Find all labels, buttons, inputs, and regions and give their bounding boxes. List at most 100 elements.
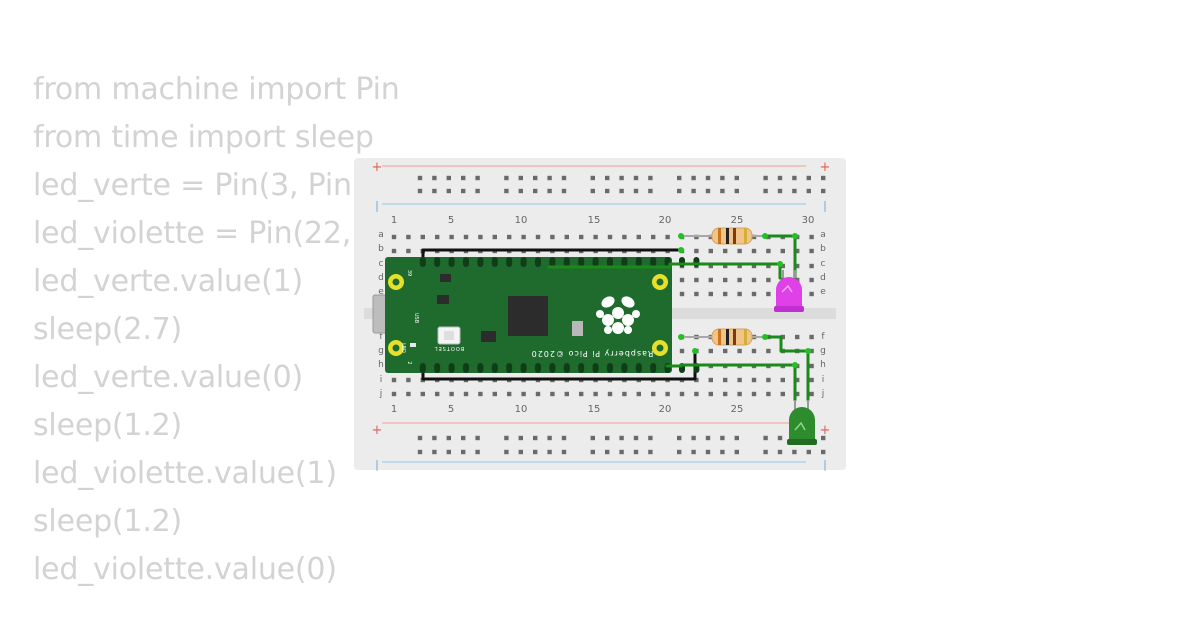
column-label: 1 <box>391 404 397 415</box>
breadboard-hole <box>420 234 425 240</box>
breadboard-hole <box>720 435 725 441</box>
smd-component <box>437 295 449 304</box>
breadboard-hole <box>694 391 699 397</box>
breadboard-hole <box>391 391 397 397</box>
row-label: e <box>378 287 384 297</box>
pico-pin <box>506 257 513 267</box>
column-label: 5 <box>448 404 454 415</box>
breadboard-hole <box>406 377 411 383</box>
breadboard-hole <box>792 188 797 194</box>
column-label: 15 <box>588 404 601 415</box>
breadboard-hole <box>777 175 783 181</box>
breadboard-hole <box>507 391 512 397</box>
breadboard-hole <box>708 291 713 297</box>
breadboard-hole <box>593 234 598 240</box>
breadboard-hole <box>723 348 728 354</box>
rail-plus-symbol: + <box>372 423 383 438</box>
rail-minus-symbol: | <box>823 458 827 471</box>
breadboard-hole <box>504 435 509 441</box>
pico-pin <box>434 363 441 373</box>
breadboard-hole <box>435 234 440 240</box>
breadboard-hole <box>780 377 785 383</box>
row-label: a <box>378 230 384 240</box>
row-label: b <box>378 244 384 254</box>
breadboard-hole <box>694 377 699 383</box>
wire-endpoints <box>678 233 811 368</box>
breadboard-hole <box>504 188 509 194</box>
breadboard-hole <box>795 377 800 383</box>
breadboard-hole <box>737 277 742 283</box>
pico-pin <box>520 363 527 373</box>
code-line: led_verte.value(0) <box>33 360 303 395</box>
breadboard-hole <box>679 348 685 354</box>
row-label: j <box>821 389 825 399</box>
pico-pin <box>463 257 469 267</box>
breadboard-hole <box>723 248 728 254</box>
breadboard-hole <box>694 277 699 283</box>
breadboard-hole <box>435 391 440 397</box>
breadboard-hole <box>777 435 783 441</box>
breadboard-hole <box>720 175 725 181</box>
breadboard-hole <box>475 449 480 455</box>
pico-pin <box>520 257 527 267</box>
rail-minus-symbol: | <box>823 199 827 212</box>
breadboard-hole <box>737 391 742 397</box>
breadboard-hole <box>809 363 814 369</box>
breadboard-hole <box>792 175 797 181</box>
pico-pin <box>607 257 613 267</box>
pico-pin <box>549 257 556 267</box>
rp2040-chip <box>508 296 548 336</box>
breadboard-hole <box>751 348 757 354</box>
pico-pin <box>621 363 628 373</box>
breadboard-hole <box>691 175 696 181</box>
breadboard-hole <box>417 435 423 441</box>
breadboard-hole <box>809 277 814 283</box>
pin-number-label: 2 <box>406 361 412 364</box>
breadboard-hole <box>809 291 814 297</box>
breadboard-hole <box>651 391 656 397</box>
code-line: led_violette = Pin(22, P <box>33 216 379 251</box>
row-label: e <box>820 287 826 297</box>
row-label: h <box>378 360 384 370</box>
breadboard-hole <box>461 175 466 181</box>
breadboard-hole <box>809 391 814 397</box>
column-label: 10 <box>515 404 528 415</box>
breadboard-hole <box>564 234 569 240</box>
breadboard-hole <box>708 248 713 254</box>
breadboard-hole <box>432 435 437 441</box>
breadboard-hole <box>708 377 713 383</box>
rail-plus-symbol: + <box>820 423 831 438</box>
breadboard-hole <box>533 188 538 194</box>
breadboard-hole <box>449 391 454 397</box>
breadboard-hole <box>751 263 757 269</box>
pico-pin <box>506 363 513 373</box>
breadboard-hole <box>446 188 451 194</box>
breadboard-hole <box>665 234 670 240</box>
raspberry-pi-logo-icon <box>596 296 640 334</box>
crystal <box>572 321 583 336</box>
breadboard-hole <box>766 248 771 254</box>
breadboard-hole <box>809 334 814 340</box>
mounting-hole <box>656 278 664 286</box>
breadboard-hole <box>648 435 653 441</box>
pico-brand-text: Raspberry Pi Pico ©2020 <box>531 349 654 358</box>
pico-pin <box>535 363 541 373</box>
breadboard-hole <box>763 188 768 194</box>
breadboard-hole <box>795 248 800 254</box>
breadboard-hole <box>533 175 538 181</box>
breadboard-hole <box>391 234 397 240</box>
breadboard-hole <box>619 449 624 455</box>
column-labels-top: 1 5 10 15 20 25 30 <box>391 215 815 226</box>
breadboard-hole <box>809 263 814 269</box>
breadboard-hole <box>605 435 610 441</box>
breadboard-hole <box>590 175 595 181</box>
breadboard-hole <box>734 188 739 194</box>
column-labels-bottom: 1 5 10 15 20 25 <box>391 404 744 415</box>
breadboard-hole <box>751 377 757 383</box>
breadboard-hole <box>535 391 541 397</box>
breadboard-hole <box>737 377 742 383</box>
breadboard-hole <box>705 175 711 181</box>
breadboard-hole <box>705 188 711 194</box>
column-label: 15 <box>588 215 601 226</box>
breadboard-hole <box>590 449 595 455</box>
